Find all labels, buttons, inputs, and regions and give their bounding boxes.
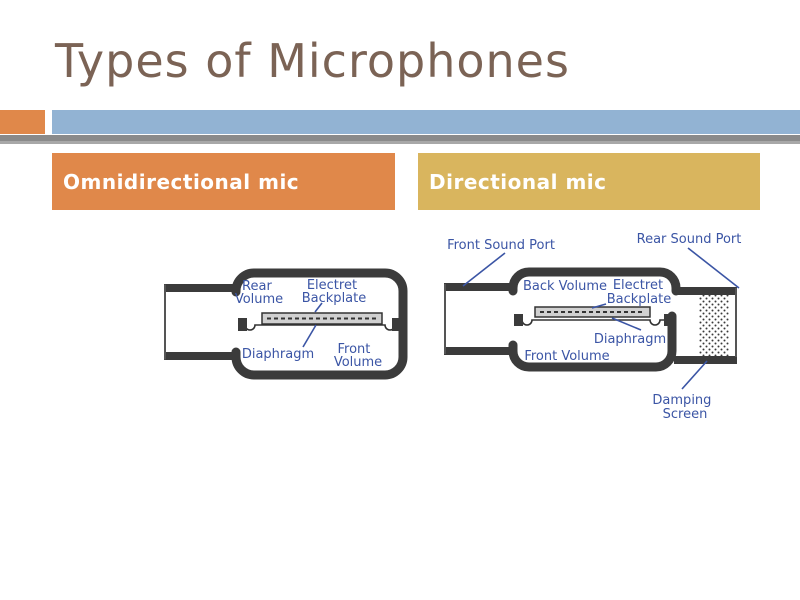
page-title: Types of Microphones <box>55 34 570 88</box>
directional-header: Directional mic <box>418 153 760 210</box>
dir-capsule-lower-outline <box>508 311 677 372</box>
omni-backplate-pointer <box>314 302 323 313</box>
dir-right-mount <box>664 314 673 326</box>
omni-diaphragm-label: Diaphragm <box>242 347 314 362</box>
dir-rear-sound-port-label: Rear Sound Port <box>637 232 742 247</box>
omni-backplate-bar <box>261 312 383 325</box>
dir-capsule-upper-outline <box>508 267 681 296</box>
dir-rear-port-pointer <box>687 247 740 289</box>
dir-front-sound-port-label: Front Sound Port <box>447 238 555 253</box>
dir-diaphragm-line <box>517 319 668 326</box>
accent-blue-bar <box>52 110 800 134</box>
dir-electret-backplate-label: Electret Backplate <box>607 278 672 307</box>
dir-diaphragm-pointer <box>611 317 642 331</box>
dir-back-volume-label: Back Volume <box>523 279 607 294</box>
dir-backplate-pointer <box>591 303 607 309</box>
divider-rule-light <box>0 141 800 144</box>
omnidirectional-header-label: Omnidirectional mic <box>63 169 300 194</box>
omni-rear-volume-label: Rear Volume <box>235 279 283 307</box>
dir-front-volume-label: Front Volume <box>524 349 609 364</box>
dir-damping-screen-area <box>699 295 729 356</box>
omni-left-mount <box>238 318 247 331</box>
divider-rule-dark <box>0 135 800 141</box>
directional-mic-diagram: Front Sound Port Rear Sound Port Back Vo… <box>444 232 742 422</box>
omnidirectional-header: Omnidirectional mic <box>52 153 395 210</box>
dir-damping-screen-label: Damping Screen <box>652 393 715 422</box>
omni-electret-backplate-label: Electret Backplate <box>302 278 367 306</box>
accent-orange-block <box>0 110 45 134</box>
dir-diaphragm-label: Diaphragm <box>594 332 666 347</box>
omni-right-mount <box>392 318 401 331</box>
omni-diaphragm-pointer <box>302 324 317 348</box>
omnidirectional-mic-diagram: Rear Volume Electret Backplate Diaphragm… <box>164 268 408 380</box>
dir-front-port-pointer <box>462 252 506 287</box>
dir-left-mount <box>514 314 523 326</box>
omni-front-volume-label: Front Volume <box>334 342 382 370</box>
directional-header-label: Directional mic <box>429 169 607 194</box>
dir-damping-screen-pointer <box>681 360 708 390</box>
